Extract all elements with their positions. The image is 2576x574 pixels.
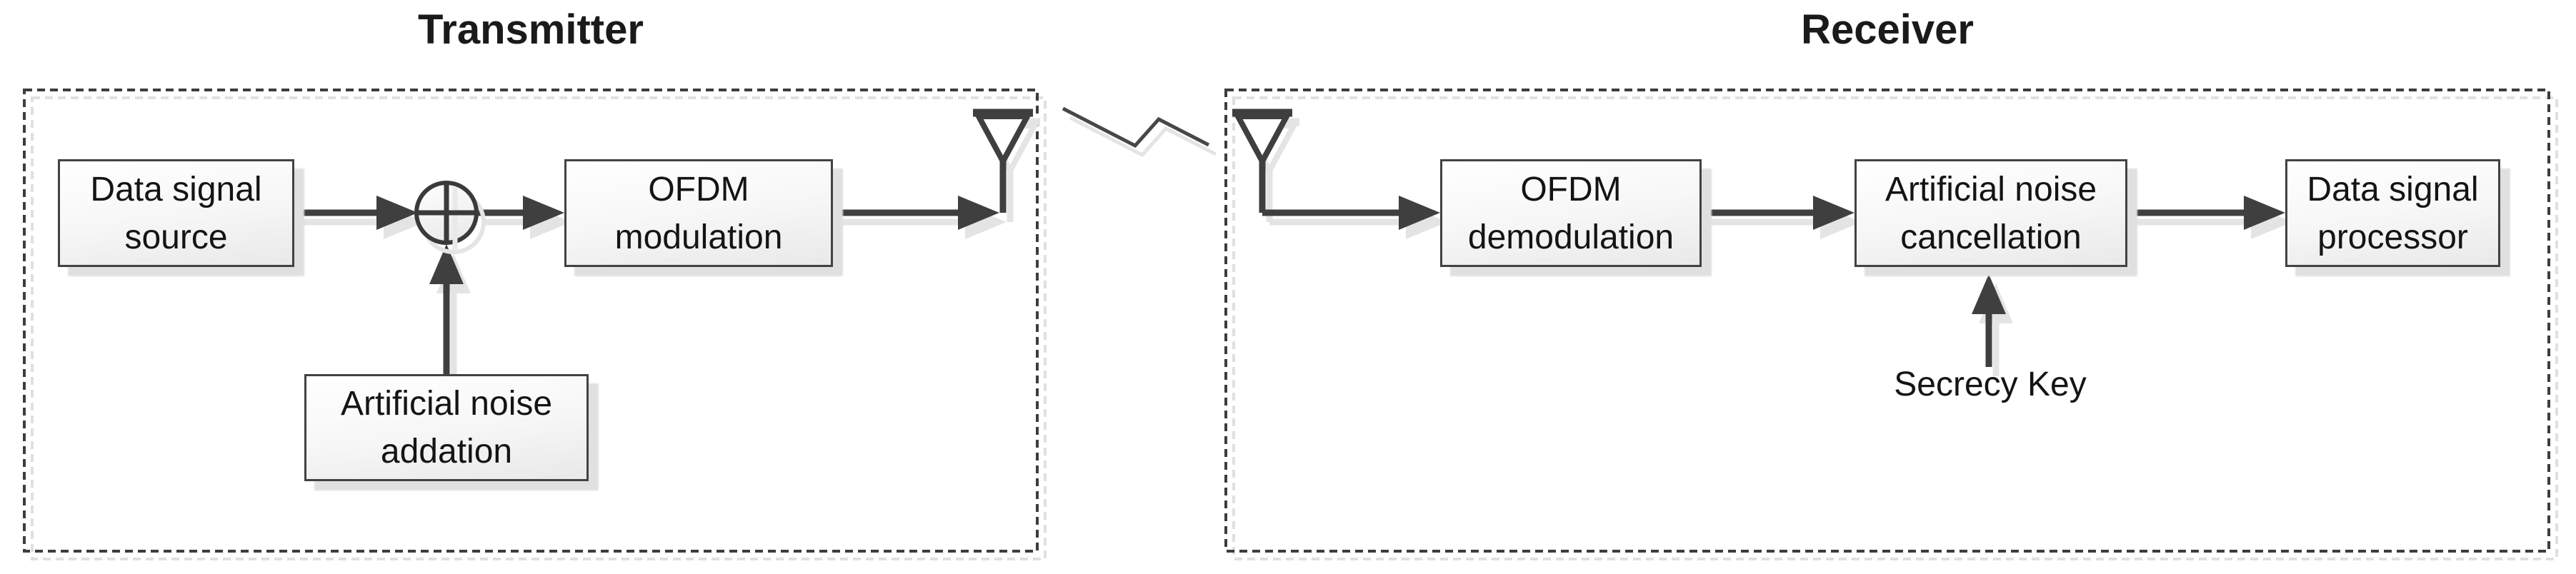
boundary-shadows — [31, 96, 2558, 560]
channel-break-icon — [1062, 106, 1210, 148]
block-label-line: OFDM — [1520, 170, 1622, 208]
arrowhead — [2244, 196, 2285, 230]
arrowhead — [429, 244, 464, 284]
block-label-line: demodulation — [1467, 218, 1674, 256]
arrowhead — [958, 196, 999, 230]
arrow-antenna-to-ofdm-demodulation — [1262, 196, 1440, 230]
block-label-line: cancellation — [1900, 218, 2082, 256]
boundaries — [23, 89, 2550, 553]
block-label-line: Data signal — [90, 170, 262, 208]
secrecy-key-label: Secrecy Key — [1894, 366, 2087, 403]
receiver-boundary-shadow — [1232, 96, 2558, 560]
arrow-adder-to-ofdm-modulation — [476, 196, 564, 230]
block-label-line: modulation — [614, 218, 783, 256]
receiver-title: Receiver — [1801, 6, 1974, 53]
block-label-line: Artificial noise — [340, 385, 553, 423]
block-artificial-noise-cancellation: Artificial noise cancellation — [1854, 159, 2127, 267]
transmitter-title: Transmitter — [418, 6, 644, 53]
block-label-line: processor — [2317, 218, 2468, 256]
block-label-line: OFDM — [648, 170, 749, 208]
block-label-line: Data signal — [2307, 170, 2479, 208]
block-label-line: source — [124, 218, 228, 256]
arrowhead — [1399, 196, 1440, 230]
connectors — [294, 196, 2285, 374]
transmitter-boundary-shadow — [31, 96, 1047, 560]
adder-plus-icon — [414, 181, 486, 254]
arrowhead — [1813, 196, 1854, 230]
arrow-noise-addation-to-adder — [429, 244, 464, 374]
antenna-icon — [1232, 109, 1292, 213]
arrowhead — [376, 196, 418, 230]
block-label-line: addation — [380, 433, 513, 470]
arrowhead — [523, 196, 564, 230]
block-ofdm-demodulation: OFDM demodulation — [1440, 159, 1702, 267]
arrow-ofdm-modulation-to-antenna — [833, 196, 999, 230]
receiver-boundary — [1224, 89, 2550, 553]
arrow-source-to-adder — [294, 196, 418, 230]
block-artificial-noise-addation: Artificial noise addation — [304, 374, 589, 481]
antenna-icon — [973, 109, 1033, 213]
transmitter-boundary — [23, 89, 1039, 553]
arrow-demodulation-to-cancellation — [1702, 196, 1854, 230]
arrowhead — [1972, 274, 2006, 314]
block-data-signal-processor: Data signal processor — [2285, 159, 2500, 267]
arrow-cancellation-to-processor — [2127, 196, 2285, 230]
block-ofdm-modulation: OFDM modulation — [564, 159, 833, 267]
arrow-secrecy-key-to-cancellation — [1972, 274, 2006, 367]
block-label-line: Artificial noise — [1884, 170, 2097, 208]
block-data-signal-source: Data signal source — [58, 159, 294, 267]
